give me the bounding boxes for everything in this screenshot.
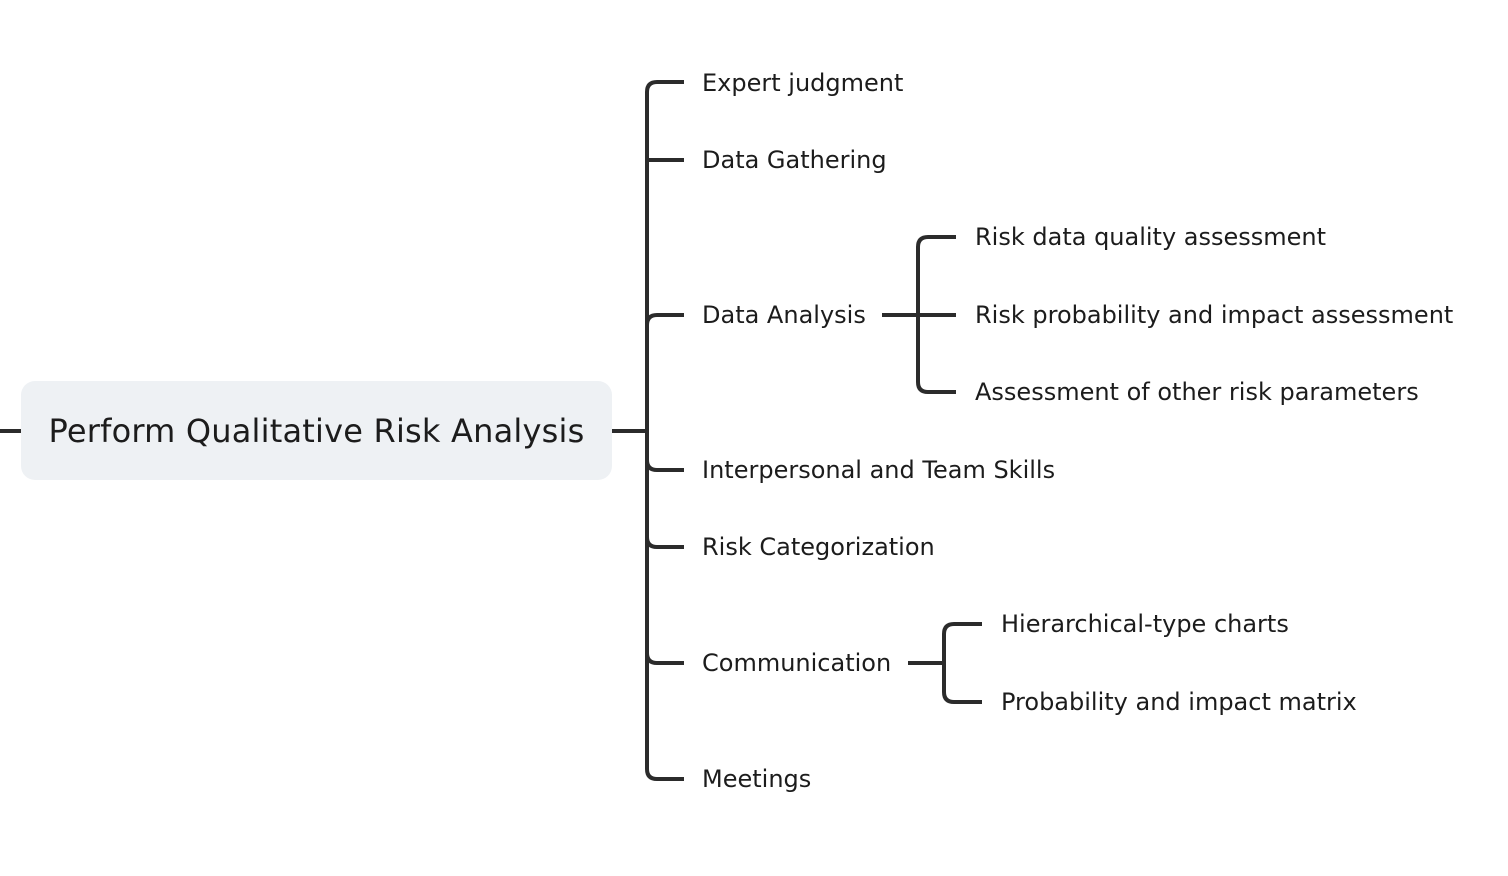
subnode-other-risk-parameters[interactable]: Assessment of other risk parameters: [975, 378, 1419, 406]
connector-tick-interpersonal: [645, 459, 684, 472]
branch-node-communication[interactable]: Communication: [702, 649, 892, 677]
subnode-probability-impact-matrix[interactable]: Probability and impact matrix: [1001, 688, 1357, 716]
root-node[interactable]: Perform Qualitative Risk Analysis: [21, 381, 612, 480]
root-node-label: Perform Qualitative Risk Analysis: [48, 411, 585, 450]
branch-node-data-gathering[interactable]: Data Gathering: [702, 146, 887, 174]
branch-node-data-analysis[interactable]: Data Analysis: [702, 301, 866, 329]
connector-main-top-curve: [645, 80, 684, 93]
connector-communication-bottom: [942, 691, 982, 704]
connector-tick-risk-categorization: [645, 536, 684, 549]
connector-tick-data-analysis: [645, 313, 684, 326]
subnode-risk-data-quality[interactable]: Risk data quality assessment: [975, 223, 1327, 251]
subnode-hierarchical-charts[interactable]: Hierarchical-type charts: [1001, 610, 1289, 638]
branch-node-interpersonal-team-skills[interactable]: Interpersonal and Team Skills: [702, 456, 1056, 484]
subnode-risk-probability-impact[interactable]: Risk probability and impact assessment: [975, 301, 1454, 329]
connector-communication-top: [942, 622, 982, 635]
branch-node-expert-judgment[interactable]: Expert judgment: [702, 69, 904, 97]
branch-node-meetings[interactable]: Meetings: [702, 765, 812, 793]
connector-main-bottom-curve: [645, 768, 684, 781]
connector-tick-communication: [645, 652, 684, 665]
connector-data-analysis-bottom: [916, 381, 956, 394]
connector-data-analysis-top: [916, 235, 956, 248]
branch-node-risk-categorization[interactable]: Risk Categorization: [702, 533, 935, 561]
